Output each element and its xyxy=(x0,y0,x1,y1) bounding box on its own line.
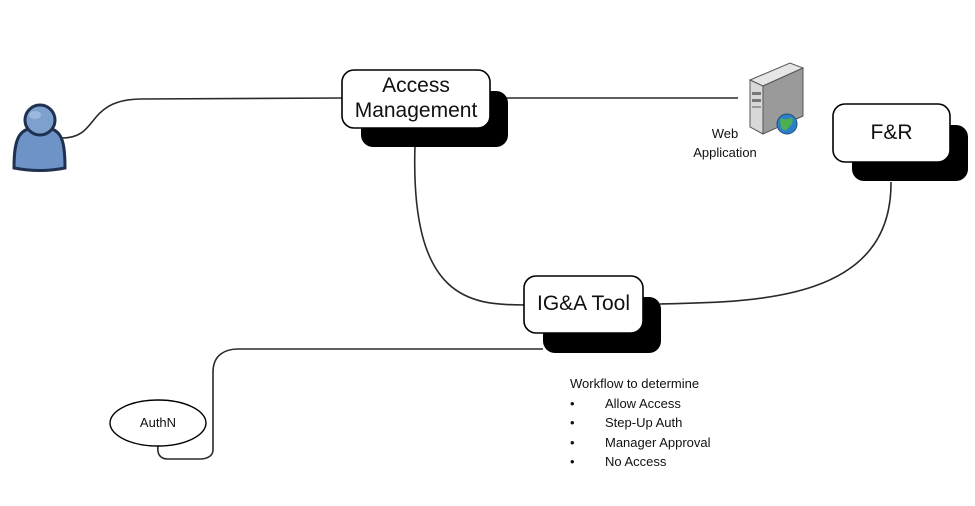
authn-label: AuthN xyxy=(139,415,177,430)
iga-tool-node xyxy=(523,275,661,353)
access-management-line1: Access xyxy=(382,74,450,97)
workflow-item-allow-access: Allow Access xyxy=(570,394,711,414)
workflow-notes: Workflow to determine Allow Access Step-… xyxy=(570,374,711,472)
fr-label: F&R xyxy=(870,121,913,144)
workflow-heading: Workflow to determine xyxy=(570,376,700,391)
access-management-line2: Management xyxy=(354,98,478,122)
authn-node xyxy=(109,399,207,447)
access-management-label: Access Management xyxy=(342,74,490,124)
web-application-line1: Web xyxy=(711,126,739,141)
server-globe-icon xyxy=(748,62,805,135)
iga-tool-label: IG&A Tool xyxy=(536,292,630,315)
user-icon xyxy=(12,103,67,172)
connector-access-iga xyxy=(413,144,526,306)
workflow-item-no-access: No Access xyxy=(570,452,711,472)
web-application-line2: Application xyxy=(693,145,757,160)
workflow-item-manager-approval: Manager Approval xyxy=(570,433,711,453)
web-application-label: Web Application xyxy=(680,124,770,162)
workflow-list: Allow Access Step-Up Auth Manager Approv… xyxy=(570,394,711,472)
fr-node xyxy=(832,103,968,181)
access-management-node xyxy=(341,69,508,147)
workflow-item-step-up-auth: Step-Up Auth xyxy=(570,413,711,433)
connector-iga-authn xyxy=(157,348,543,460)
connector-user-access xyxy=(61,97,343,139)
connector-fr-iga xyxy=(659,181,892,305)
